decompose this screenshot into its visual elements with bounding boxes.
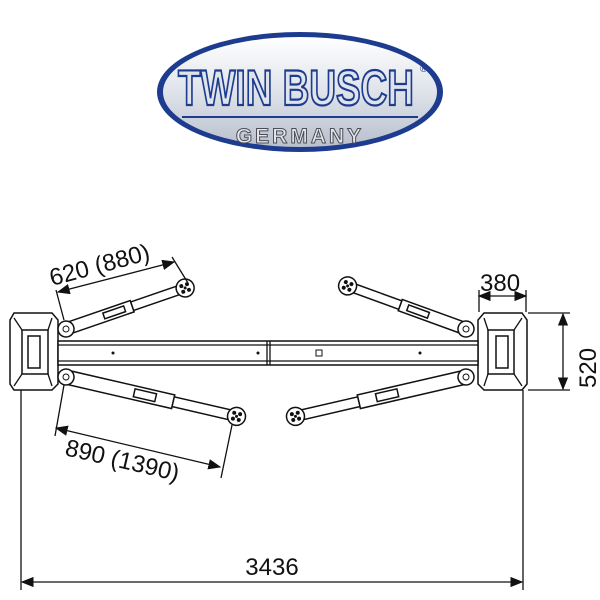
cross-beam bbox=[57, 340, 479, 366]
upper-left-arm bbox=[57, 275, 198, 338]
dimension-column-width: 380 bbox=[477, 270, 528, 312]
dimension-label-overall-width: 3436 bbox=[245, 554, 298, 581]
dimension-label-upper-arm: 620 (880) bbox=[47, 239, 153, 292]
left-column bbox=[9, 312, 59, 391]
dimension-label-lower-arm: 890 (1390) bbox=[63, 435, 182, 487]
registered-mark: ® bbox=[420, 64, 428, 75]
lower-left-arm bbox=[57, 368, 249, 428]
twin-busch-logo: TWIN BUSCH ® GERMANY bbox=[157, 32, 443, 152]
dimension-label-column-depth: 520 bbox=[575, 348, 600, 388]
lower-right-arm bbox=[283, 368, 475, 428]
dimension-label-column-width: 380 bbox=[480, 270, 520, 297]
right-column bbox=[477, 312, 528, 391]
dimension-column-depth: 520 bbox=[528, 312, 600, 391]
dimension-overall-width: 3436 bbox=[20, 390, 524, 590]
upper-right-arm bbox=[335, 273, 475, 338]
logo-country-text: GERMANY bbox=[236, 125, 364, 148]
logo-brand-text: TWIN BUSCH bbox=[178, 60, 414, 116]
